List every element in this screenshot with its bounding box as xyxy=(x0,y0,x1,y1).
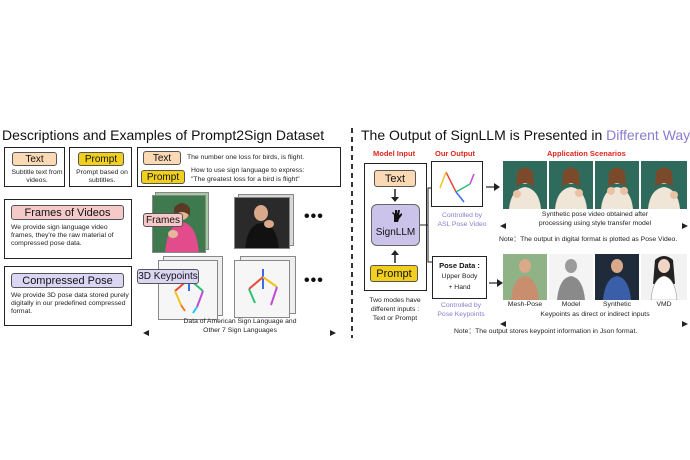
down-arrow-icon xyxy=(391,189,399,202)
keypoints-left-arrow-icon xyxy=(500,314,510,327)
pose-video-output xyxy=(431,161,483,207)
frames-description-box: Frames of Videos We provide sign languag… xyxy=(4,199,132,259)
example-text-line: The number one loss for birds, is flight… xyxy=(187,154,305,161)
model-input-heading: Model Input xyxy=(373,149,416,158)
compressed-pose-box: Compressed Pose We provide 3D pose data … xyxy=(4,266,132,326)
input-prompt-tag: Prompt xyxy=(370,265,418,282)
prompt-description-box: Prompt Prompt based on subtitles. xyxy=(69,147,132,187)
dataset-caption-line2: Other 7 Sign Languages xyxy=(203,327,277,334)
avatar-label-mesh-pose: Mesh-Pose xyxy=(507,301,543,308)
keypoints-caption: Keypoints as direct or indirect inputs xyxy=(540,311,650,318)
text-description: Subtitle text from videos. xyxy=(11,169,63,184)
more-frames-dots: ••• xyxy=(304,208,324,225)
our-output-heading: Our Output xyxy=(435,149,475,158)
panel-divider xyxy=(351,128,353,338)
frames-tag: Frames xyxy=(143,213,183,227)
compressed-pose-description: We provide 3D pose data stored purely di… xyxy=(11,292,129,315)
avatar-label-synthetic: Synthetic xyxy=(603,301,631,308)
synthetic-video-frames xyxy=(503,161,687,209)
sign-hand-icon xyxy=(391,209,403,223)
prompt-description: Prompt based on subtitles. xyxy=(76,169,128,184)
keypoints-tag: 3D Keypoints xyxy=(137,269,199,284)
note-json: Note：The output stores keypoint informat… xyxy=(454,328,638,335)
pose-data-box: Pose Data : Upper Body + Hand xyxy=(432,256,487,299)
input-note-line2: different inputs : xyxy=(370,306,420,313)
pose-frame-2 xyxy=(234,260,290,318)
signllm-label: SignLLM xyxy=(375,227,416,238)
sign-video-frame-2 xyxy=(234,197,290,249)
keypoints-right-arrow-icon xyxy=(678,314,688,327)
controlled-asl-line1: Controlled by xyxy=(441,212,483,219)
frames-description: We provide sign language video frames, t… xyxy=(11,224,114,247)
pose-data-title: Pose Data : xyxy=(439,261,480,270)
left-arrow-icon xyxy=(143,323,153,336)
avatar-label-vmd: VMD xyxy=(656,301,672,308)
up-arrow-icon xyxy=(391,250,399,263)
avatar-label-model: Model xyxy=(561,301,581,308)
synthetic-caption-line1: Synthetic pose video obtained after xyxy=(541,211,649,218)
signllm-model-box: SignLLM xyxy=(371,204,420,246)
synthetic-caption-line2: processing using style transfer model xyxy=(538,220,652,227)
pose-data-line2: + Hand xyxy=(448,284,471,291)
example-prompt-line1: How to use sign language to express: xyxy=(191,167,305,174)
right-panel-title: The Output of SignLLM is Presented in Di… xyxy=(361,127,690,143)
input-text-tag: Text xyxy=(374,170,416,187)
controlled-keypoints-line2: Pose Keypoints xyxy=(437,311,485,318)
compressed-pose-label: Compressed Pose xyxy=(11,273,124,288)
left-panel-title: Descriptions and Examples of Prompt2Sign… xyxy=(2,127,325,143)
example-prompt-line2: "The greatest loss for a bird is flight" xyxy=(191,176,300,183)
input-note-line1: Two modes have xyxy=(369,297,421,304)
text-label: Text xyxy=(12,152,57,166)
example-sentence-box: Text The number one loss for birds, is f… xyxy=(137,147,341,187)
dataset-caption-line1: Data of American Sign Language and xyxy=(183,318,297,325)
to-video-arrow-icon xyxy=(486,178,500,191)
frames-label: Frames of Videos xyxy=(11,205,124,220)
note-pose-video: Note：The output in digital format is plo… xyxy=(499,236,678,243)
pose-data-line1: Upper Body xyxy=(441,273,478,280)
example-text-tag: Text xyxy=(143,151,181,165)
to-avatars-arrow-icon xyxy=(489,274,503,287)
example-prompt-tag: Prompt xyxy=(141,170,185,184)
text-description-box: Text Subtitle text from videos. xyxy=(4,147,65,187)
avatar-frames xyxy=(503,254,687,301)
application-scenarios-heading: Application Scenarios xyxy=(547,149,626,158)
right-title-main: The Output of SignLLM is Presented in xyxy=(361,127,607,143)
right-title-accent: Different Ways xyxy=(606,127,690,143)
controlled-asl-line2: ASL Pose Video xyxy=(437,221,487,228)
controlled-keypoints-line1: Controlled by xyxy=(440,302,482,309)
input-note-line3: Text or Prompt xyxy=(372,315,418,322)
caption-right-arrow-icon xyxy=(678,216,688,229)
more-poses-dots: ••• xyxy=(304,272,324,289)
caption-left-arrow-icon xyxy=(500,216,510,229)
right-arrow-icon xyxy=(326,323,336,336)
prompt-label: Prompt xyxy=(78,152,124,166)
